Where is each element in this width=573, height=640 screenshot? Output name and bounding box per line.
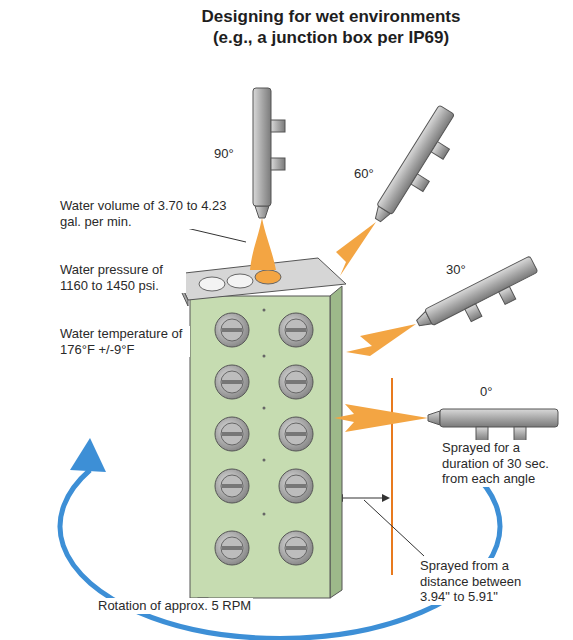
water-spray	[334, 404, 428, 432]
water-spray	[336, 222, 376, 276]
spray-nozzle	[253, 88, 285, 218]
box-side	[330, 286, 342, 598]
spray-nozzle	[428, 409, 558, 441]
spec-note: Sprayed for a duration of 30 sec. from e…	[440, 440, 566, 487]
spec-note: Water pressure of 1160 to 1450 psi.	[58, 262, 186, 293]
angle-label: 0°	[478, 384, 494, 400]
top-port	[199, 277, 225, 291]
water-spray	[250, 218, 276, 270]
dimension-arrowhead	[382, 494, 390, 502]
leader-line	[364, 500, 424, 556]
distance-line	[391, 378, 393, 575]
spec-note: Water temperature of 176°F +/-9°F	[58, 326, 190, 357]
spec-note: Sprayed from a distance between 3.94" to…	[418, 558, 540, 605]
top-port	[227, 274, 253, 288]
top-port	[255, 270, 281, 284]
angle-label: 60°	[352, 166, 376, 182]
box-front	[190, 296, 330, 598]
spray-nozzle	[414, 256, 544, 344]
cable-glands	[215, 313, 313, 565]
screw-holes	[263, 309, 266, 516]
water-spray	[346, 324, 416, 356]
spec-note: Water volume of 3.70 to 4.23 gal. per mi…	[58, 198, 240, 229]
spray-nozzle	[370, 105, 466, 232]
angle-label: 90°	[212, 146, 236, 162]
diagram-title: Designing for wet environments (e.g., a …	[186, 6, 476, 49]
dimension-line	[339, 497, 386, 498]
rotation-arrowhead	[70, 438, 106, 472]
angle-label: 30°	[444, 262, 468, 278]
rotation-note: Rotation of approx. 5 RPM	[96, 598, 253, 614]
